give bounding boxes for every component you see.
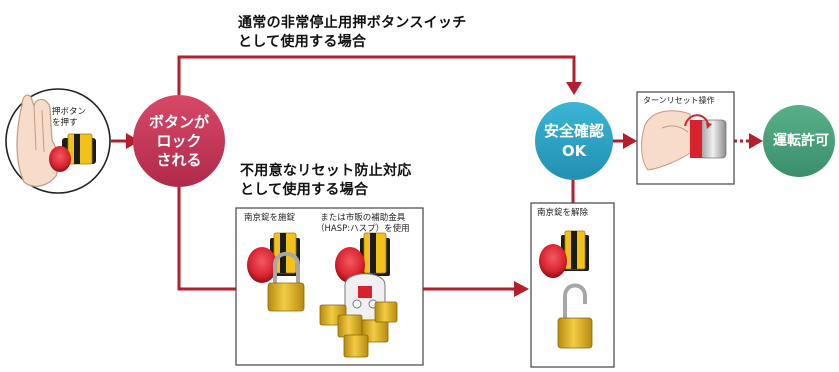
hasp-label: または市販の補助金具 （HASP:ハスプ）を使用 — [316, 213, 410, 235]
connector-lines — [111, 55, 625, 291]
padlock-box — [235, 207, 424, 366]
hasp-label-line1: または市販の補助金具 — [320, 213, 406, 223]
arrowhead-right-safety — [623, 133, 637, 149]
arrowhead-right-bottom — [514, 281, 529, 297]
normal-use-heading-line2: として使用する場合 — [238, 34, 367, 50]
arrowhead-down — [566, 82, 582, 95]
safety-circle-label-line2: OK — [561, 142, 587, 160]
reset-prevention-heading-line1: 不用意なリセット防止対応 — [240, 163, 412, 179]
lock-circle-label-line3: される — [156, 151, 202, 169]
safety-circle-label: 安全確認 OK — [536, 121, 612, 161]
bottom-route-line — [177, 187, 236, 291]
hand-grip-icon — [641, 110, 696, 171]
normal-use-heading-line1: 通常の非常停止用押ボタンスイッチ — [238, 15, 467, 31]
switch-with-hasp — [319, 232, 398, 358]
operation-circle-label-text: 運転許可 — [773, 133, 829, 149]
press-button-label-line1: 押ボタン — [52, 107, 87, 117]
turn-reset-box — [636, 91, 735, 185]
operation-circle-label: 運転許可 — [763, 131, 839, 151]
lock-circle-label-line2: ロック — [156, 132, 202, 150]
operation-circle — [763, 105, 835, 177]
padlock-label: 南京錠を施錠 — [244, 213, 296, 223]
top-route-line — [177, 55, 576, 96]
release-box — [530, 202, 615, 368]
lock-circle-label: ボタンが ロック される — [135, 113, 223, 170]
switch-with-padlock — [247, 232, 305, 312]
lock-circle-label-line1: ボタンが — [148, 113, 209, 131]
open-padlock-icon — [557, 283, 593, 349]
dotted-arrow — [734, 133, 763, 149]
lock-circle — [133, 95, 225, 187]
switch-icon-small — [49, 133, 96, 172]
hand-press-illustration — [5, 88, 111, 194]
turn-reset-label: ターンリセット操作 — [643, 96, 715, 105]
hasp-label-line2: （HASP:ハスプ）を使用 — [316, 224, 410, 234]
reset-prevention-heading-line2: として使用する場合 — [240, 182, 369, 198]
press-button-label: 押ボタン を押す — [52, 107, 86, 129]
safety-circle-label-line1: 安全確認 — [543, 122, 604, 140]
reset-prevention-heading: 不用意なリセット防止対応 として使用する場合 — [240, 162, 412, 200]
switch-unlocked — [539, 230, 589, 278]
press-button-label-line2: を押す — [52, 118, 78, 128]
safety-circle — [535, 102, 613, 180]
normal-use-heading: 通常の非常停止用押ボタンスイッチ として使用する場合 — [238, 14, 467, 52]
release-label: 南京錠を解除 — [537, 208, 589, 218]
